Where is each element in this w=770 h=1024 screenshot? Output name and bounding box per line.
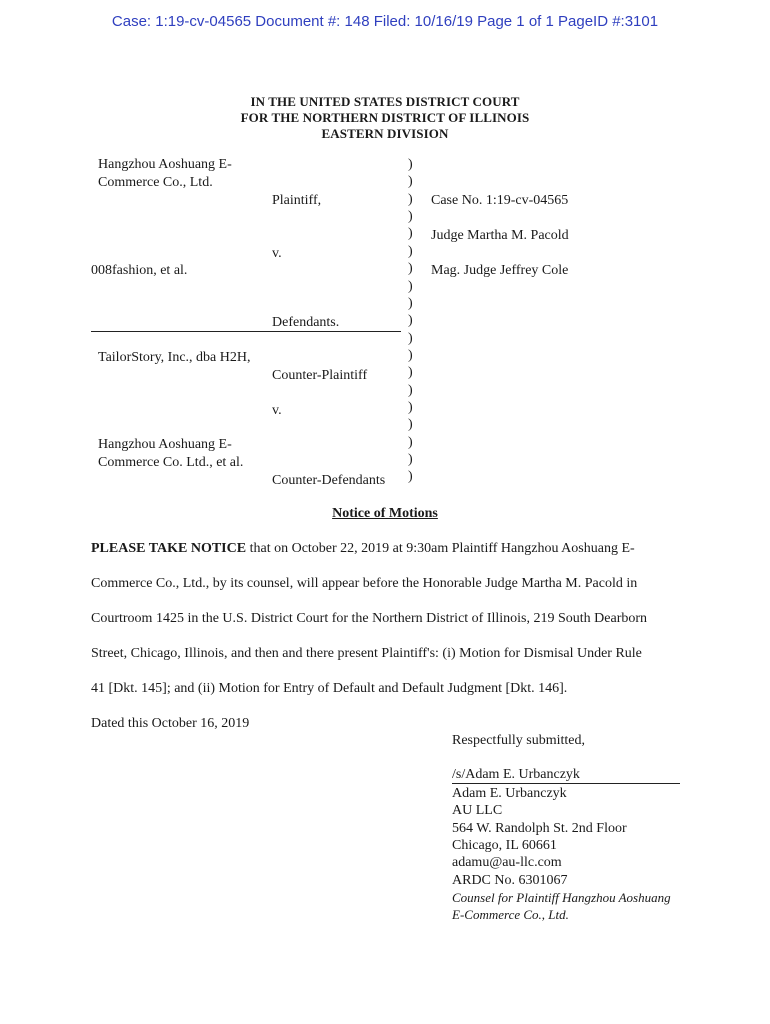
caption-parenthesis: ) [408,399,413,415]
counter-defendant-name-line-1: Hangzhou Aoshuang E- [98,437,232,452]
filing-header-stamp: Case: 1:19-cv-04565 Document #: 148 File… [111,13,659,30]
versus-1: v. [272,246,282,261]
versus-2: v. [272,403,282,418]
plaintiff-name-line-1: Hangzhou Aoshuang E- [98,157,232,172]
notice-body-line-3: Courtroom 1425 in the U.S. District Cour… [91,611,648,626]
caption-parenthesis: ) [408,313,413,329]
plaintiff-role: Plaintiff, [272,193,322,208]
caption-parenthesis: ) [408,382,413,398]
counter-defendant-role: Counter-Defendants [272,473,386,488]
case-number: Case No. 1:19-cv-04565 [431,193,569,208]
defendant-name: 008fashion, et al. [91,263,188,278]
attorney-name: Adam E. Urbanczyk [452,786,567,801]
caption-parenthesis: ) [408,243,413,259]
caption-parenthesis: ) [408,417,413,433]
caption-parenthesis: ) [408,469,413,485]
notice-body-line-2: Commerce Co., Ltd., by its counsel, will… [91,576,638,591]
plaintiff-name-line-2: Commerce Co., Ltd. [98,175,213,190]
notice-body-line-5: 41 [Dkt. 145]; and (ii) Motion for Entry… [91,681,568,696]
notice-title: Notice of Motions [332,506,438,521]
caption-parenthesis: ) [408,191,413,207]
counsel-for-line-1: Counsel for Plaintiff Hangzhou Aoshuang [452,890,671,905]
caption-divider-line [91,331,401,332]
court-heading-line-1: IN THE UNITED STATES DISTRICT COURT [250,94,520,109]
address-line-1: 564 W. Randolph St. 2nd Floor [452,821,627,836]
caption-parenthesis: ) [408,278,413,294]
caption-parenthesis: ) [408,365,413,381]
caption-parenthesis: ) [408,330,413,346]
counter-plaintiff-role: Counter-Plaintiff [272,368,368,383]
notice-lead: PLEASE TAKE NOTICE [91,541,247,556]
caption-parenthesis: ) [408,434,413,450]
signature-line [452,783,680,784]
magistrate-judge-name: Mag. Judge Jeffrey Cole [431,263,569,278]
caption-parenthesis: ) [408,261,413,277]
defendant-role: Defendants. [272,315,340,330]
dated-line: Dated this October 16, 2019 [91,716,250,731]
counter-defendant-name-line-2: Commerce Co. Ltd., et al. [98,455,244,470]
electronic-signature: /s/Adam E. Urbanczyk [452,767,580,782]
notice-body-line-4: Street, Chicago, Illinois, and then and … [91,646,642,661]
notice-body-line-1: PLEASE TAKE NOTICE that on October 22, 2… [91,541,635,557]
firm-name: AU LLC [452,803,503,818]
address-line-2: Chicago, IL 60661 [452,838,557,853]
counter-plaintiff-name: TailorStory, Inc., dba H2H, [98,350,251,365]
counsel-for-line-2: E-Commerce Co., Ltd. [452,907,569,922]
caption-parenthesis: ) [408,157,413,172]
caption-parenthesis: ) [408,174,413,190]
judge-name: Judge Martha M. Pacold [431,228,569,243]
court-heading-line-2: FOR THE NORTHERN DISTRICT OF ILLINOIS [240,110,530,125]
caption-parenthesis: ) [408,452,413,467]
ardc-number: ARDC No. 6301067 [452,873,568,888]
caption-parenthesis: ) [408,226,413,242]
signature-closing: Respectfully submitted, [452,733,585,748]
notice-line-1-rest: that on October 22, 2019 at 9:30am Plain… [246,541,635,556]
court-heading-line-3: EASTERN DIVISION [321,126,449,141]
caption-parenthesis: ) [408,347,413,363]
attorney-email: adamu@au-llc.com [452,855,562,870]
caption-parenthesis: ) [408,295,413,311]
caption-parenthesis: ) [408,209,413,225]
